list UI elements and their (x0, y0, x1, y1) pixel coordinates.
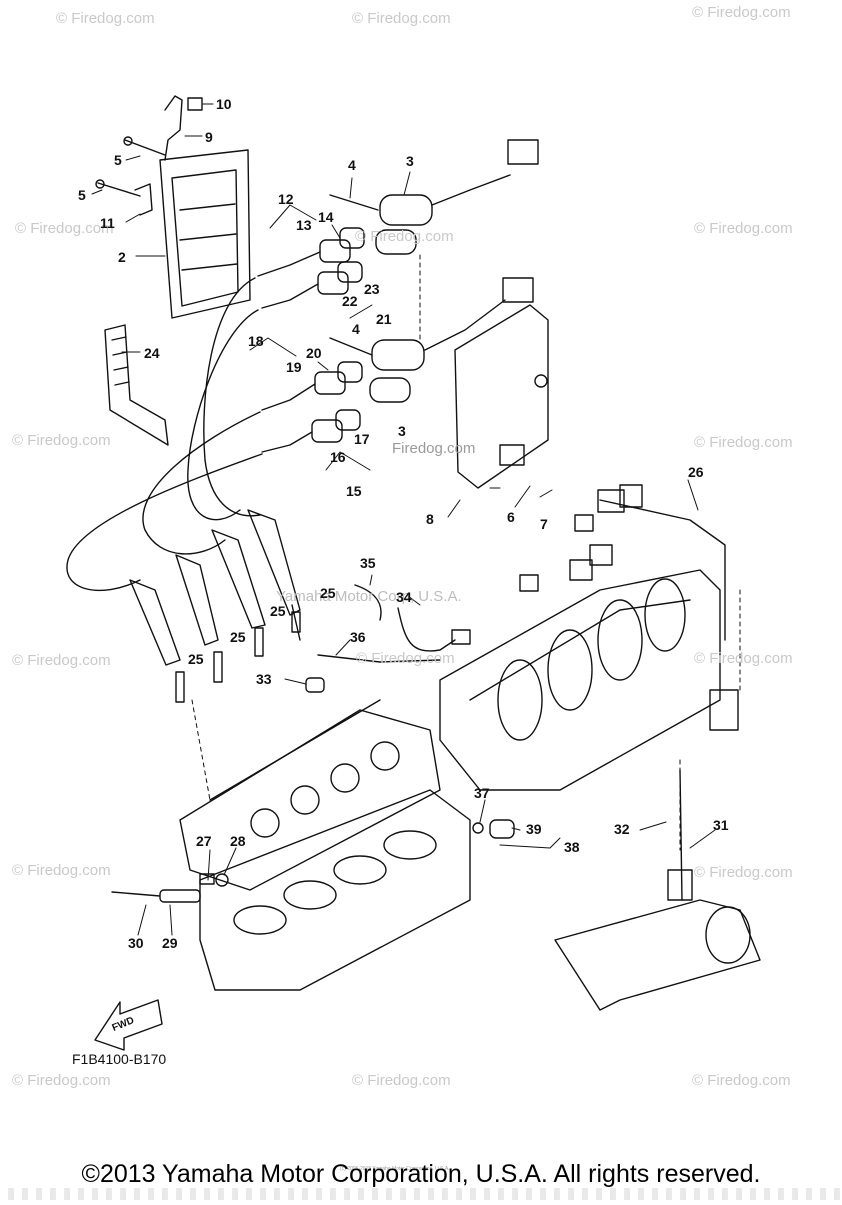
callout-3: 3 (406, 153, 414, 169)
watermark: © Firedog.com (355, 228, 454, 245)
watermark: © Firedog.com (12, 1072, 111, 1089)
watermark: © Firedog.com (12, 652, 111, 669)
callout-6: 6 (507, 509, 515, 525)
callout-4: 4 (348, 157, 356, 173)
watermark: © Firedog.com (15, 220, 114, 237)
tiny-copyright-line: (c) 2005-2015 Yamaha Motor Corporation, … (340, 1166, 450, 1172)
watermark: © Firedog.com (694, 650, 793, 667)
callout-7: 7 (540, 516, 548, 532)
diagram-code: F1B4100-B170 (72, 1051, 167, 1067)
callout-15: 15 (346, 483, 362, 499)
callout-9: 9 (205, 129, 213, 145)
callout-32: 32 (614, 821, 630, 837)
callout-28: 28 (230, 833, 246, 849)
callout-38: 38 (564, 839, 580, 855)
callout-33: 33 (256, 671, 272, 687)
callout-20: 20 (306, 345, 322, 361)
callout-27: 27 (196, 833, 212, 849)
callout-16: 16 (330, 449, 346, 465)
watermark: © Firedog.com (694, 864, 793, 881)
callout-21: 21 (376, 311, 392, 327)
callout-37: 37 (474, 785, 490, 801)
callout-25: 25 (230, 629, 246, 645)
watermark: © Firedog.com (352, 10, 451, 27)
watermark: © Firedog.com (352, 1072, 451, 1089)
callout-4: 4 (352, 321, 360, 337)
callout-30: 30 (128, 935, 144, 951)
callout-5: 5 (78, 187, 86, 203)
callout-26: 26 (688, 464, 704, 480)
callout-2: 2 (118, 249, 126, 265)
callout-22: 22 (342, 293, 358, 309)
watermark: © Firedog.com (56, 10, 155, 27)
watermark: © Firedog.com (692, 1072, 791, 1089)
callout-17: 17 (354, 431, 370, 447)
callout-34: 34 (396, 589, 412, 605)
callout-10: 10 (216, 96, 232, 112)
callout-11: 11 (100, 215, 115, 231)
callout-23: 23 (364, 281, 380, 297)
callout-14: 14 (318, 209, 334, 225)
callout-31: 31 (713, 817, 729, 833)
callout-5: 5 (114, 152, 122, 168)
callout-19: 19 (286, 359, 302, 375)
callout-13: 13 (296, 217, 312, 233)
callout-18: 18 (248, 333, 264, 349)
watermark: © Firedog.com (356, 650, 455, 667)
watermark: © Firedog.com (694, 434, 793, 451)
callout-12: 12 (278, 191, 294, 207)
center-watermark-2: Yamaha Motor Corp, U.S.A. (276, 588, 462, 605)
callout-24: 24 (144, 345, 160, 361)
callout-35: 35 (360, 555, 376, 571)
center-watermark: Firedog.com (392, 440, 476, 457)
callout-25: 25 (270, 603, 286, 619)
callout-25: 25 (320, 585, 336, 601)
copyright-footer: ©2013 Yamaha Motor Corporation, U.S.A. A… (81, 1160, 761, 1188)
callout-3: 3 (398, 423, 406, 439)
watermark: © Firedog.com (692, 4, 791, 21)
callout-25: 25 (188, 651, 204, 667)
callout-36: 36 (350, 629, 366, 645)
watermark: © Firedog.com (12, 862, 111, 879)
page-bottom-edge (0, 1188, 842, 1200)
callout-29: 29 (162, 935, 178, 951)
watermark: © Firedog.com (12, 432, 111, 449)
watermark: © Firedog.com (694, 220, 793, 237)
callout-8: 8 (426, 511, 434, 527)
callout-39: 39 (526, 821, 542, 837)
